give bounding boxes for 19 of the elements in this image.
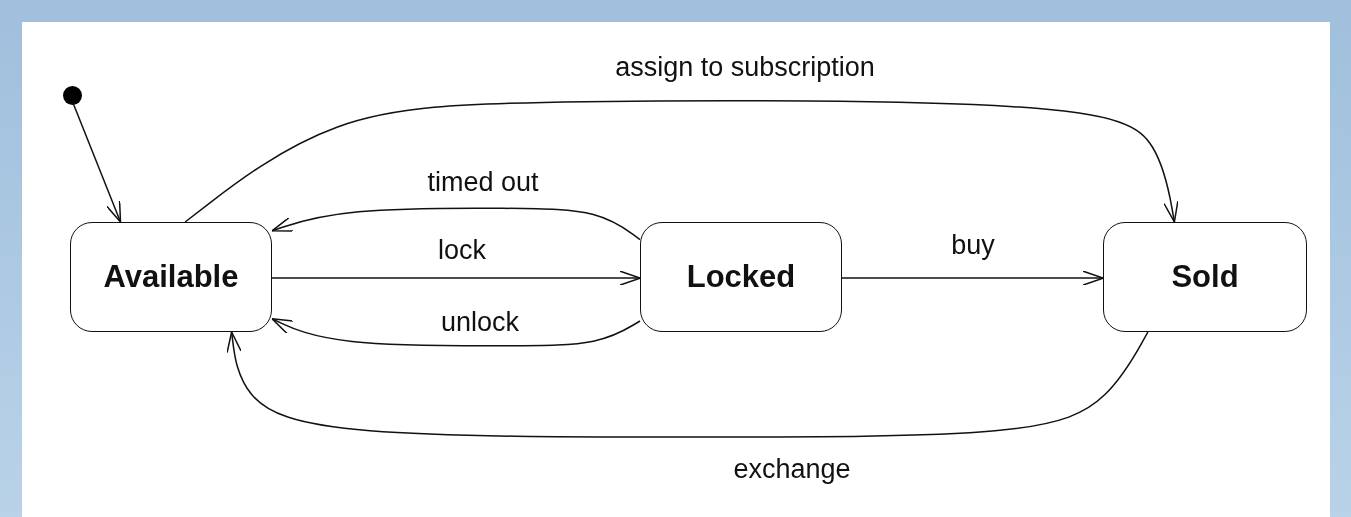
edge-label: unlock [441, 306, 519, 338]
edge-label: assign to subscription [615, 51, 875, 83]
state-box [640, 222, 842, 332]
state-name: Locked [686, 259, 796, 295]
edge-label: timed out [427, 166, 539, 198]
state-box [1103, 222, 1307, 332]
transition-arrow [841, 270, 1104, 286]
state-name: Sold [1171, 259, 1239, 295]
transition-arrow [226, 331, 1149, 438]
transition-arrow [184, 100, 1179, 223]
state-box [70, 222, 272, 332]
edge-label: lock [438, 234, 486, 266]
edge-label: exchange [733, 453, 851, 485]
transition-arrow [271, 207, 641, 241]
edge-label: buy [951, 229, 995, 261]
state-name: Available [103, 259, 239, 295]
transition-arrow [271, 270, 641, 286]
transition-arrow [72, 103, 122, 223]
transition-arrow [271, 318, 641, 347]
